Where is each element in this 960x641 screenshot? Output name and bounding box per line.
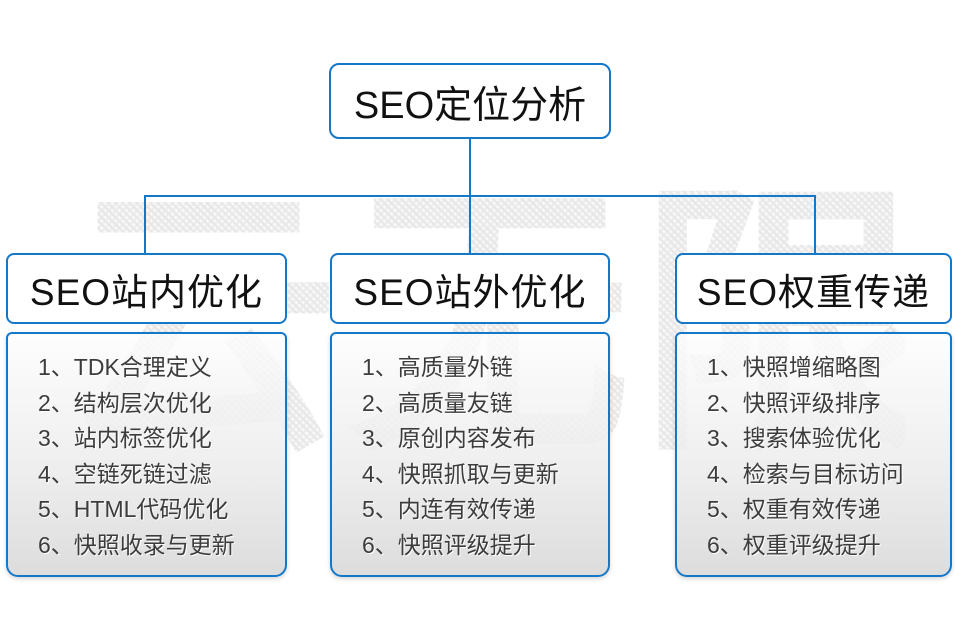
list-item: 1、快照增缩略图: [707, 354, 881, 380]
column-header-onsite-seo: SEO站内优化: [6, 253, 287, 324]
list-item: 4、检索与目标访问: [707, 460, 904, 487]
root-node-label: SEO定位分析: [353, 84, 587, 127]
column-header-label: SEO站外优化: [353, 271, 587, 313]
column-body-weight-transfer: 1、快照增缩略图 2、快照评级排序 3、搜索体验优化 4、检索与目标访问 5、权…: [675, 332, 952, 577]
list-item: 6、快照评级提升: [362, 531, 536, 558]
column-body-onsite-seo: 1、TDK合理定义 2、结构层次优化 3、站内标签优化 4、空链死链过滤 5、H…: [6, 332, 287, 577]
connector-root-drop: [469, 138, 471, 196]
column-header-label: SEO站内优化: [29, 271, 264, 313]
connector-horizontal: [144, 195, 816, 197]
list-item: 1、TDK合理定义: [38, 354, 212, 380]
list-item: 5、HTML代码优化: [38, 496, 229, 522]
list-item: 3、搜索体验优化: [707, 425, 881, 451]
list-item: 4、快照抓取与更新: [362, 460, 559, 487]
list-item: 6、快照收录与更新: [38, 531, 235, 558]
root-node-seo-positioning: SEO定位分析: [329, 63, 611, 139]
list-item: 5、内连有效传递: [362, 496, 536, 522]
list-item: 5、权重有效传递: [707, 496, 881, 522]
column-header-offsite-seo: SEO站外优化: [330, 253, 610, 324]
column-body-offsite-seo: 1、高质量外链 2、高质量友链 3、原创内容发布 4、快照抓取与更新 5、内连有…: [330, 332, 610, 577]
weight-transfer-item-list: 1、快照增缩略图 2、快照评级排序 3、搜索体验优化 4、检索与目标访问 5、权…: [707, 350, 940, 563]
list-item: 2、快照评级排序: [707, 389, 881, 416]
list-item: 2、高质量友链: [362, 389, 513, 416]
list-item: 4、空链死链过滤: [38, 460, 212, 487]
column-header-weight-transfer: SEO权重传递: [675, 253, 952, 324]
list-item: 3、原创内容发布: [362, 425, 536, 451]
onsite-seo-item-list: 1、TDK合理定义 2、结构层次优化 3、站内标签优化 4、空链死链过滤 5、H…: [38, 350, 275, 563]
list-item: 6、权重评级提升: [707, 531, 881, 558]
connector-middle-drop: [469, 195, 471, 253]
offsite-seo-item-list: 1、高质量外链 2、高质量友链 3、原创内容发布 4、快照抓取与更新 5、内连有…: [362, 350, 598, 563]
connector-right-drop: [814, 195, 816, 253]
list-item: 2、结构层次优化: [38, 389, 212, 416]
list-item: 3、站内标签优化: [38, 425, 212, 451]
column-header-label: SEO权重传递: [696, 271, 931, 313]
list-item: 1、高质量外链: [362, 354, 513, 380]
connector-left-drop: [144, 195, 146, 253]
